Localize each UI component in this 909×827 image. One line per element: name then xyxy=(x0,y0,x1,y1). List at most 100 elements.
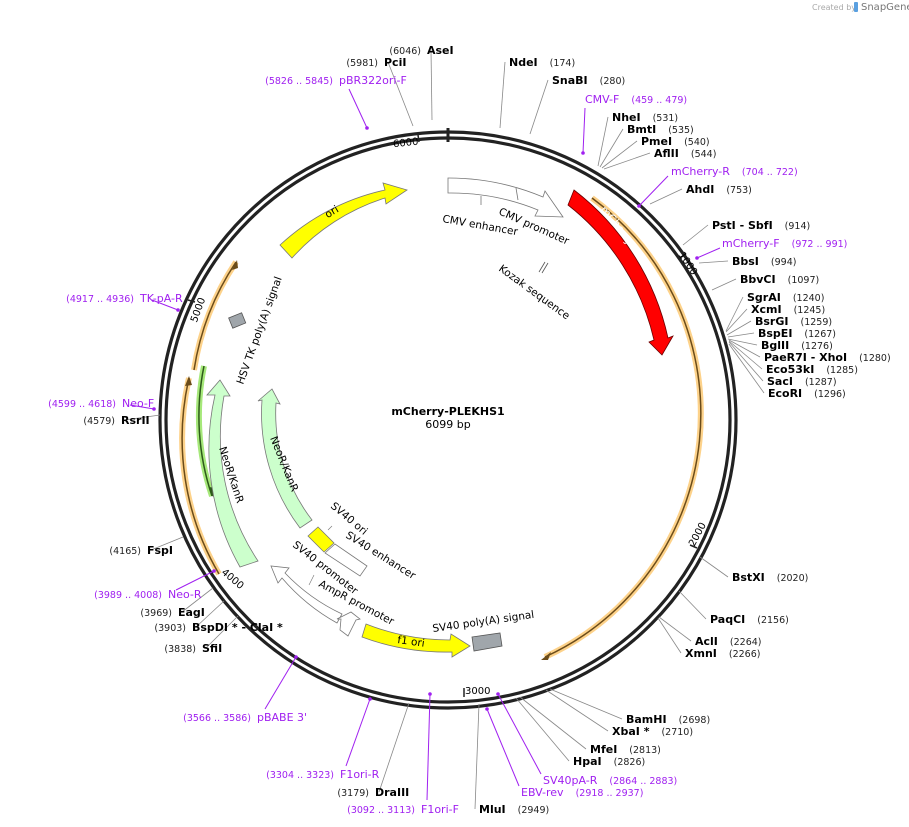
enzyme-leader-line xyxy=(658,616,692,642)
enzyme-site[interactable]: BbvCI(1097) xyxy=(711,273,819,291)
enzyme-site[interactable]: AhdI(753) xyxy=(649,183,752,205)
enzyme-site[interactable]: PaeR7I - XhoI(1280) xyxy=(728,339,891,364)
primer-position: (4917 .. 4936) xyxy=(66,294,134,305)
enzyme-site[interactable]: XbaI *(2710) xyxy=(545,689,693,738)
enzyme-site[interactable]: DraIII(3179) xyxy=(337,702,410,799)
feature-sv40-promoter[interactable] xyxy=(270,565,343,624)
primer-marker xyxy=(368,697,372,701)
enzyme-name: BspDI * - ClaI * xyxy=(192,621,283,634)
restriction-sites: AseI(6046)PciI(5981)NdeI(174)SnaBI(280)N… xyxy=(83,44,890,816)
enzyme-site[interactable]: BbsI(994) xyxy=(698,255,796,268)
enzyme-position: (2826) xyxy=(614,757,646,768)
primer-site[interactable]: Neo-R(3989 .. 4008) xyxy=(94,569,216,601)
enzyme-site[interactable]: PmeI(540) xyxy=(601,135,710,169)
enzyme-site[interactable]: EagI(3969) xyxy=(140,587,214,619)
primer-site[interactable]: EBV-rev(2918 .. 2937) xyxy=(485,707,643,799)
enzyme-name: BbvCI xyxy=(740,273,776,286)
enzyme-site[interactable]: BspDI * - ClaI *(3903) xyxy=(154,600,283,634)
primer-site[interactable]: mCherry-R(704 .. 722) xyxy=(637,165,798,208)
feature-cmv-enhancer-promoter[interactable] xyxy=(447,177,564,218)
feature-f1-ori[interactable] xyxy=(361,623,471,658)
enzyme-position: (2266) xyxy=(729,649,761,660)
enzyme-site[interactable]: MfeI(2813) xyxy=(519,696,661,756)
enzyme-leader-line xyxy=(205,615,239,649)
enzyme-site[interactable]: BstXI (2020) xyxy=(699,556,809,584)
enzyme-site[interactable]: SnaBI(280) xyxy=(529,74,625,135)
feature-ori[interactable] xyxy=(279,182,408,259)
enzyme-site[interactable]: MluI(2949) xyxy=(474,703,549,816)
snapgene-credit: Created by SnapGene xyxy=(812,2,909,13)
primer-site[interactable]: Neo-F(4599 .. 4618) xyxy=(48,397,156,411)
tick-6000: 6000 xyxy=(393,137,419,151)
enzyme-name: XcmI xyxy=(751,303,782,316)
enzyme-site[interactable]: PstI - SbfI(914) xyxy=(682,219,810,246)
enzyme-name: PaqCI xyxy=(710,613,745,626)
enzyme-position: (1259) xyxy=(800,317,832,328)
enzyme-site[interactable]: PciI(5981) xyxy=(346,56,414,127)
feature-neor-kanr-2[interactable] xyxy=(257,388,313,529)
enzyme-site[interactable]: XcmI (1245) xyxy=(725,303,826,333)
enzyme-site[interactable]: SgrAI(1240) xyxy=(725,291,824,332)
feature-mcherry[interactable] xyxy=(567,189,674,356)
primer-site[interactable]: F1ori-R(3304 .. 3323) xyxy=(266,697,380,781)
enzyme-position: (2156) xyxy=(757,615,789,626)
enzyme-name: BstXI xyxy=(732,571,765,584)
tick-3000: 3000 xyxy=(465,686,490,697)
enzyme-site[interactable]: AclI(2264) xyxy=(658,616,762,648)
feature-hsv-tk-polya[interactable] xyxy=(228,312,247,329)
enzyme-site[interactable]: FspI(4165) xyxy=(109,536,184,557)
enzyme-leader-line xyxy=(725,308,748,333)
primer-site[interactable]: CMV-F(459 .. 479) xyxy=(581,93,687,155)
primer-site[interactable]: pBR322ori-F(5826 .. 5845) xyxy=(265,74,407,130)
primer-site[interactable]: mCherry-F(972 .. 991) xyxy=(695,237,847,260)
enzyme-name: MluI xyxy=(479,803,506,816)
enzyme-site[interactable]: SacI(1287) xyxy=(728,341,837,388)
primer-marker xyxy=(496,692,500,696)
enzyme-site[interactable]: EcoRI(1296) xyxy=(728,343,846,400)
enzyme-name: PaeR7I - XhoI xyxy=(764,351,847,364)
enzyme-site[interactable]: PaqCI (2156) xyxy=(678,590,789,626)
enzyme-site[interactable]: BsrGI(1259) xyxy=(726,315,832,336)
primer-site[interactable]: F1ori-F(3092 .. 3113) xyxy=(347,692,459,816)
enzyme-site[interactable]: BspEI(1267) xyxy=(727,327,836,340)
primer-leader-line xyxy=(345,698,371,767)
feature-kozak[interactable] xyxy=(538,261,546,273)
enzyme-name: SgrAI xyxy=(747,291,781,304)
enzyme-site[interactable]: SfiI(3838) xyxy=(164,615,239,655)
primer-site[interactable]: pBABE 3'(3566 .. 3586) xyxy=(183,655,307,724)
enzyme-position: (1245) xyxy=(794,305,826,316)
primer-site[interactable]: TK-pA-R(4917 .. 4936) xyxy=(66,292,183,312)
enzyme-name: EcoRI xyxy=(768,387,802,400)
enzyme-site[interactable]: AflII(544) xyxy=(603,147,716,170)
feature-sv40-enhancer[interactable] xyxy=(324,543,368,577)
primer-name: Neo-R xyxy=(168,588,202,601)
enzyme-site[interactable]: RsrII(4579) xyxy=(83,414,161,427)
enzyme-site[interactable]: HpaI(2826) xyxy=(515,697,646,768)
enzyme-site[interactable]: NheI(531) xyxy=(597,111,678,167)
primer-name: mCherry-F xyxy=(722,237,780,250)
primer-name: CMV-F xyxy=(585,93,619,106)
primer-site[interactable]: SV40pA-R(2864 .. 2883) xyxy=(496,692,677,787)
enzyme-leader-line xyxy=(597,116,609,167)
primer-name: pBR322ori-F xyxy=(339,74,407,87)
enzyme-site[interactable]: BmtI(535) xyxy=(599,123,694,168)
feature-ampr-promoter[interactable] xyxy=(336,611,361,637)
enzyme-site[interactable]: BglII(1276) xyxy=(727,338,833,352)
primer-position: (704 .. 722) xyxy=(742,167,798,178)
feature-sv40-polya[interactable] xyxy=(471,632,503,652)
enzyme-name: DraIII xyxy=(375,786,409,799)
enzyme-site[interactable]: AseI(6046) xyxy=(389,44,454,121)
primer-leader-line xyxy=(638,175,669,207)
enzyme-leader-line xyxy=(387,61,414,127)
feature-neor-kanr-1[interactable] xyxy=(206,379,259,568)
feature-sv40-ori[interactable] xyxy=(307,526,335,553)
enzyme-site[interactable]: XmnI(2266) xyxy=(657,617,761,660)
enzyme-name: PmeI xyxy=(641,135,672,148)
primer-marker xyxy=(294,655,298,659)
enzyme-site[interactable]: Eco53kI(1285) xyxy=(728,340,858,376)
enzyme-site[interactable]: NdeI(174) xyxy=(499,56,575,129)
sv40-enhancer-label: SV40 enhancer xyxy=(343,529,418,582)
enzyme-position: (2020) xyxy=(777,573,809,584)
primer-name: EBV-rev xyxy=(521,786,564,799)
enzyme-site[interactable]: BamHI(2698) xyxy=(549,688,710,726)
